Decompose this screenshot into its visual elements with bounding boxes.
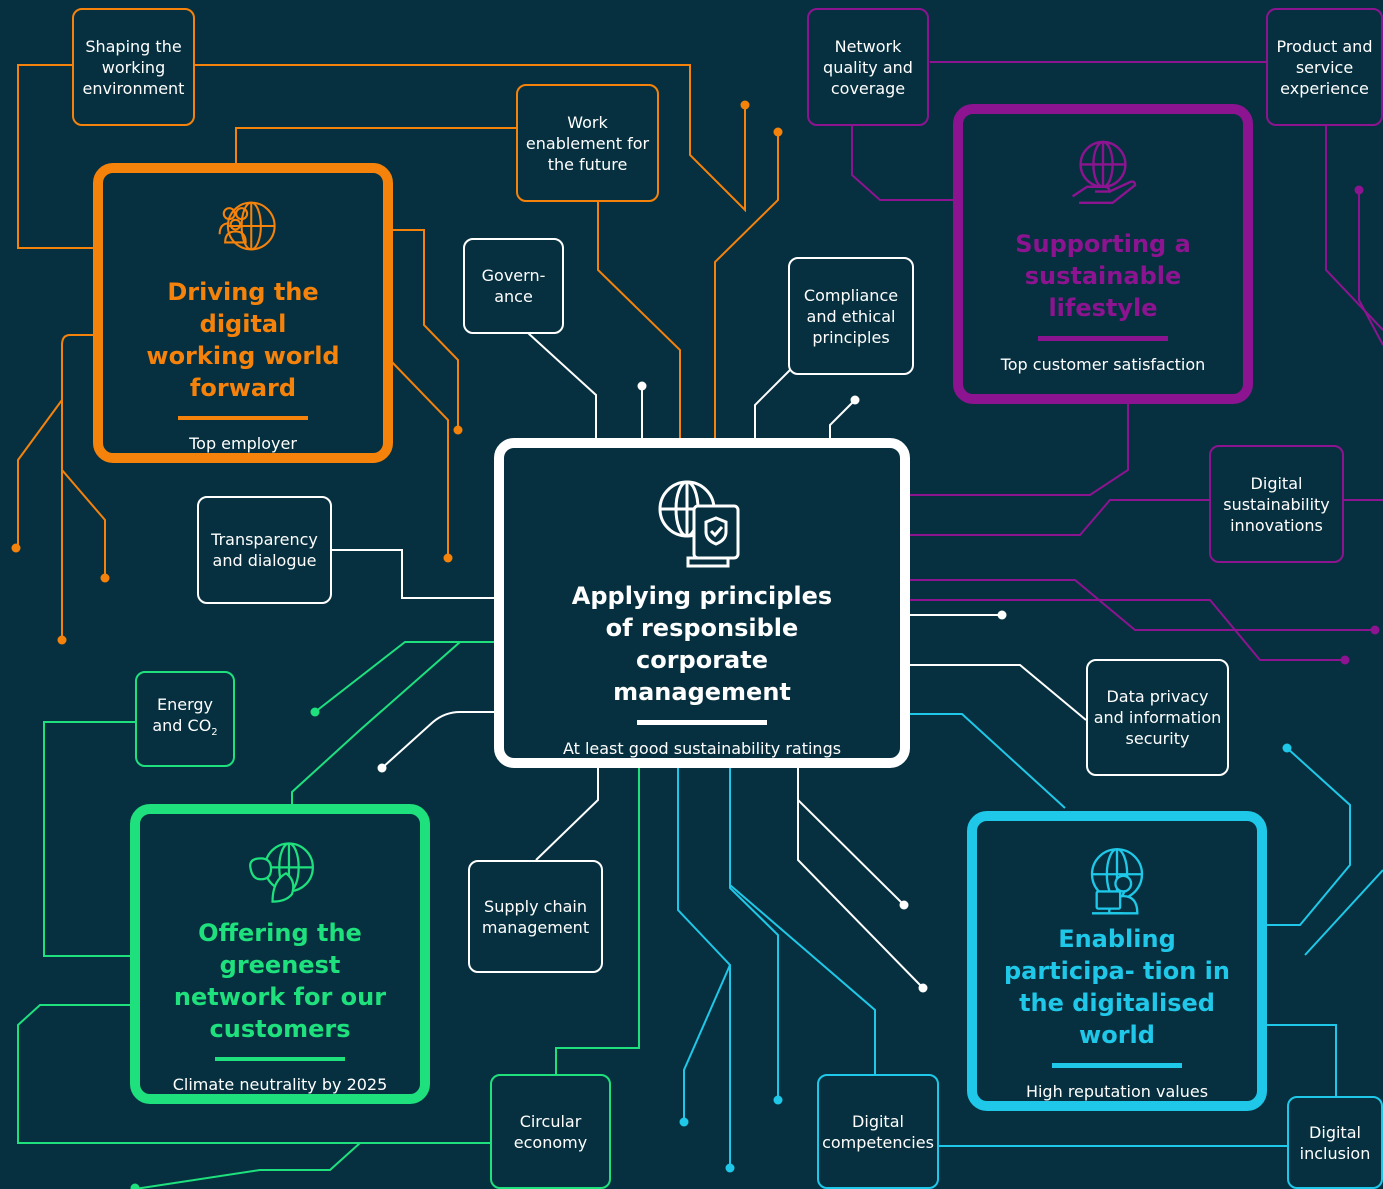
- cluster-goal: Top customer satisfaction: [1000, 355, 1206, 374]
- topic-energy-co2: Energy and CO2: [135, 671, 235, 767]
- topic-supply-chain: Supply chain management: [468, 860, 603, 973]
- title-underline: [215, 1056, 345, 1061]
- topic-network-quality: Network quality and coverage: [807, 8, 929, 126]
- topic-product-service-experience: Product and service experience: [1266, 8, 1383, 126]
- topic-digital-sustainability-innovations: Digital sustainability innovations: [1209, 445, 1344, 563]
- cluster-center: Applying principles of responsible corpo…: [494, 438, 910, 768]
- cluster-purple: Supporting a sustainable lifestyle Top c…: [953, 104, 1253, 404]
- cluster-title: Supporting a sustainable lifestyle: [1015, 230, 1191, 322]
- globe-hand-icon: [1071, 140, 1137, 204]
- cluster-title: Driving the digital working world forwar…: [146, 277, 340, 402]
- topic-compliance: Compliance and ethical principles: [788, 257, 914, 375]
- topic-work-enablement: Work enablement for the future: [516, 84, 659, 202]
- topic-digital-competencies: Digital competencies: [817, 1074, 939, 1189]
- topic-digital-inclusion: Digital inclusion: [1287, 1096, 1383, 1189]
- topic-transparency: Transparency and dialogue: [197, 496, 332, 604]
- title-underline: [178, 415, 308, 420]
- cluster-orange: Driving the digital working world forwar…: [93, 163, 393, 463]
- cluster-title: Enabling participa- tion in the digitali…: [1004, 925, 1230, 1050]
- topic-shaping-working-environment: Shaping the working environment: [72, 8, 195, 126]
- cluster-title: Offering the greenest network for our cu…: [173, 918, 387, 1043]
- title-underline: [1052, 1063, 1182, 1068]
- title-underline: [1038, 336, 1168, 341]
- cluster-goal: High reputation values: [1025, 1082, 1209, 1101]
- globe-document-shield-icon: [658, 480, 740, 568]
- cluster-green: Offering the greenest network for our cu…: [130, 804, 430, 1104]
- cluster-title: Applying principles of responsible corpo…: [571, 582, 833, 706]
- topic-data-privacy: Data privacy and information security: [1086, 659, 1229, 776]
- cluster-goal: Top employer: [189, 434, 297, 453]
- cluster-goal: At least good sustainability ratings: [562, 739, 842, 758]
- topic-circular-economy: Circular economy: [490, 1074, 611, 1189]
- globe-leaf-icon: [249, 842, 314, 903]
- globe-people-icon: [218, 201, 276, 251]
- title-underline: [637, 720, 767, 725]
- cluster-goal: Climate neutrality by 2025: [172, 1075, 388, 1094]
- topic-governance: Govern- ance: [463, 238, 564, 334]
- globe-person-icon: [1090, 848, 1144, 915]
- cluster-cyan: Enabling participa- tion in the digitali…: [967, 811, 1267, 1111]
